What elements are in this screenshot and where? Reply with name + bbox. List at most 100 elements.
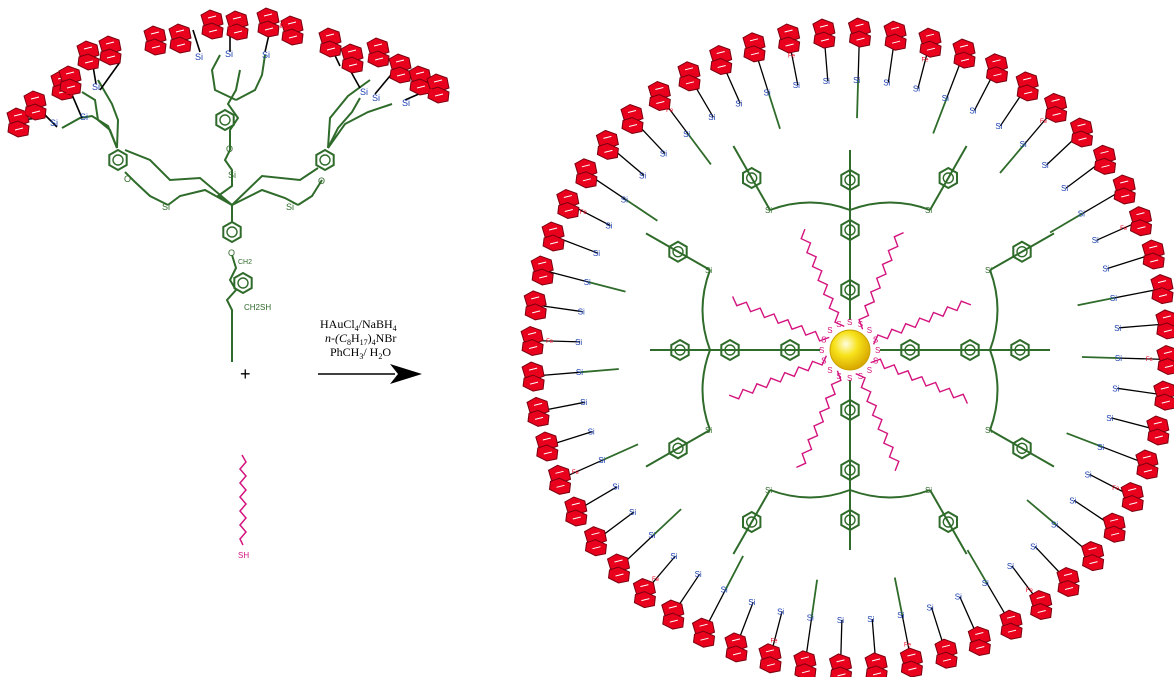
dendron-branch [810, 579, 818, 618]
si-label: Si [648, 531, 655, 540]
si-label: Si [807, 613, 814, 622]
si-label: Si [360, 87, 368, 97]
ferrocene-unit [829, 653, 852, 677]
alkanethiol-chain [870, 358, 969, 404]
dendron-branch [652, 508, 682, 536]
ferrocene-unit [607, 553, 630, 584]
ferrocene-unit [1120, 482, 1144, 512]
sulfur-label: S [827, 326, 832, 335]
si-label: Si [793, 81, 800, 90]
dendron-branch [602, 443, 639, 461]
si-label: Si [823, 77, 830, 86]
sulfur-label: S [836, 372, 841, 381]
si-label: Si [588, 428, 595, 437]
fe-label: Fe [368, 55, 376, 62]
ferrocene-unit [724, 632, 748, 663]
dendron-branch [856, 80, 859, 119]
si-label: Si [1007, 562, 1014, 571]
ferrocene-unit [521, 361, 545, 392]
dendron-branch [580, 368, 619, 374]
ferrocene-unit [812, 18, 836, 49]
fe-label: Fe [1120, 226, 1128, 232]
si-label: Si [162, 202, 170, 212]
gold-nanoparticle-assembly: SiSiSiSiSiSiSiSiSiFeSiSiSiSiFeSiSiSiSiFe… [520, 17, 1174, 677]
si-label: Si [578, 308, 585, 317]
ferrocene-unit [548, 464, 571, 495]
si-label: Si [621, 196, 628, 205]
si-label: Si [735, 99, 742, 108]
ferrocene-unit [1141, 239, 1165, 270]
ferrocene-unit [934, 638, 958, 669]
ch2sh-label: CH2SH [244, 303, 271, 312]
si-label: Si [765, 206, 772, 215]
sulfur-label: S [847, 374, 852, 383]
dendron-branch [929, 145, 968, 211]
sulfur-label: S [836, 320, 841, 329]
dendron-branch [1077, 296, 1116, 307]
alkanethiol-chain [872, 300, 972, 345]
reagent-line-2: n-(C8H17)4NBr [325, 331, 396, 347]
dendron-structure: Si Si Si Si Si Si Si Si Si Si Si Si O O … [6, 7, 450, 362]
si-label: Si [92, 82, 100, 92]
fe-label: Fe [280, 23, 288, 30]
alkanethiol-chain [731, 296, 830, 342]
si-label: Si [593, 249, 600, 258]
si-label: Si [286, 202, 294, 212]
si-label: Si [913, 85, 920, 94]
dendron-branch [769, 489, 851, 499]
si-label: Si [777, 607, 784, 616]
sulfur-label: S [819, 346, 824, 355]
dendron-branch [701, 269, 711, 351]
ferrocene-unit [967, 626, 991, 656]
ferrocene-unit [1150, 274, 1174, 305]
si-label: Si [708, 113, 715, 122]
si-label: Si [50, 118, 58, 128]
gold-nanoparticle [829, 329, 871, 371]
ferrocene-unit [647, 81, 671, 111]
ferrocene-unit [864, 652, 888, 677]
ferrocene-unit [1015, 71, 1039, 102]
si-label: Si [1115, 354, 1122, 363]
dendron-branch [932, 97, 948, 134]
si-label: Si [402, 98, 410, 108]
sulfur-label: S [867, 366, 872, 375]
dendron-branch [701, 349, 711, 431]
ferrocene-unit [899, 647, 923, 677]
si-label: Si [695, 570, 702, 579]
si-label: Si [1051, 521, 1058, 530]
ferrocene-unit [848, 17, 871, 48]
alkanethiol-chain [800, 228, 845, 328]
ferrocene-unit [1153, 380, 1174, 411]
sulfur-label: S [875, 346, 880, 355]
reagent-line-1: HAuCl4/NaBH4 [320, 317, 397, 333]
si-label: Si [1114, 324, 1121, 333]
fe-label: Fe [904, 642, 912, 648]
si-label: Si [1106, 414, 1113, 423]
ferrocene-unit [1112, 174, 1136, 205]
ferrocene-unit [1129, 206, 1152, 237]
oxygen-label: O [318, 176, 325, 186]
si-label: Si [995, 122, 1002, 131]
si-label: Si [927, 603, 934, 612]
dendron-branch [893, 577, 904, 616]
si-label: Si [897, 611, 904, 620]
ferrocene-unit [530, 255, 554, 286]
sulfur-label: S [867, 326, 872, 335]
si-label: Si [1112, 384, 1119, 393]
ferrocene-unit [526, 396, 550, 427]
si-label: Si [721, 586, 728, 595]
dendron-branch [1049, 212, 1084, 234]
reaction-conditions: HAuCl4/NaBH4 n-(C8H17)4NBr PhCH3/ H2O [320, 317, 397, 361]
oxygen-label: O [228, 248, 235, 258]
fe-label: Fe [1040, 119, 1048, 125]
si-label: Si [639, 171, 646, 180]
alkanethiol-chain [796, 370, 842, 469]
si-label: Si [1069, 496, 1076, 505]
ferrocene-unit [758, 643, 782, 674]
ferrocene-unit [883, 20, 907, 51]
ferrocene-unit [985, 53, 1008, 84]
si-label: Si [80, 112, 88, 122]
fe-label: Fe [580, 210, 588, 216]
si-label: Si [925, 486, 932, 495]
